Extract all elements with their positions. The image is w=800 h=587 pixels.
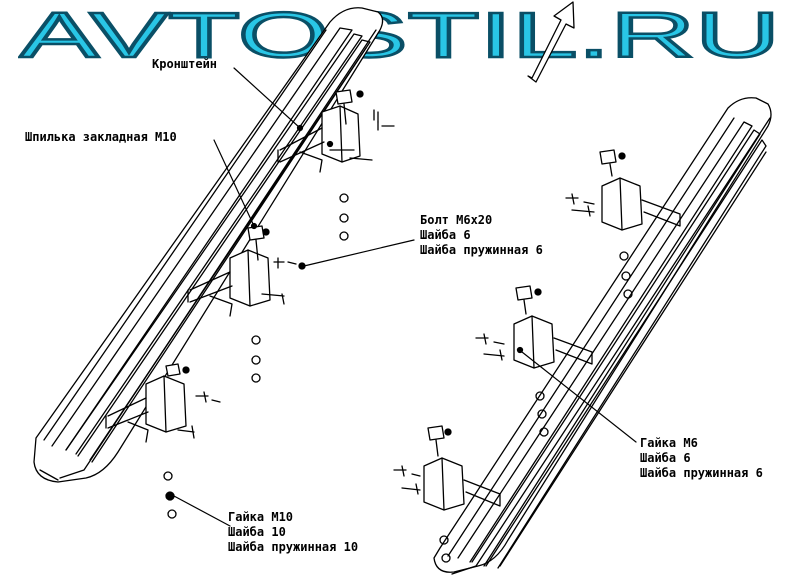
label-nut10-line-2: Шайба 10	[228, 525, 286, 539]
left-running-board	[33, 7, 384, 483]
brand-text: AVTOSTIL.RU	[20, 3, 780, 67]
leader-nut10	[173, 495, 231, 527]
label-bracket: Кронштейн	[152, 57, 218, 71]
label-nut10-group: Гайка М10 Шайба 10 Шайба пружинная 10	[228, 510, 358, 555]
label-nut10-line-1: Гайка М10	[228, 510, 294, 524]
label-nut6-line-3: Шайба пружинная 6	[640, 466, 763, 480]
left-bracket-bottom	[105, 363, 221, 519]
leader-bolt	[303, 239, 415, 267]
right-bracket-middle	[475, 285, 593, 437]
leader-nut6	[521, 351, 637, 443]
label-nut6-group: Гайка М6 Шайба 6 Шайба пружинная 6	[640, 436, 763, 481]
label-nut10-line-3: Шайба пружинная 10	[228, 540, 359, 554]
label-nut6-line-1: Гайка М6	[640, 436, 698, 450]
right-running-board	[433, 97, 772, 575]
leader-stud	[213, 139, 255, 227]
leader-lines	[173, 67, 637, 527]
label-bolt-line-3: Шайба пружинная 6	[420, 243, 543, 257]
right-bracket-bottom	[393, 425, 501, 563]
label-stud: Шпилька закладная М10	[25, 130, 177, 144]
left-bracket-top	[277, 89, 395, 241]
label-bolt-group: Болт М6х20 Шайба 6 Шайба пружинная 6	[420, 213, 543, 258]
direction-arrow-icon	[527, 1, 575, 83]
leader-bracket	[233, 67, 301, 129]
label-nut6-line-2: Шайба 6	[640, 451, 691, 465]
left-bracket-middle	[187, 225, 306, 383]
label-bolt-line-1: Болт М6х20	[420, 213, 493, 227]
brand-logo: AVTOSTIL.RU	[19, 3, 782, 67]
label-bolt-line-2: Шайба 6	[420, 228, 471, 242]
right-bracket-top	[565, 149, 681, 299]
